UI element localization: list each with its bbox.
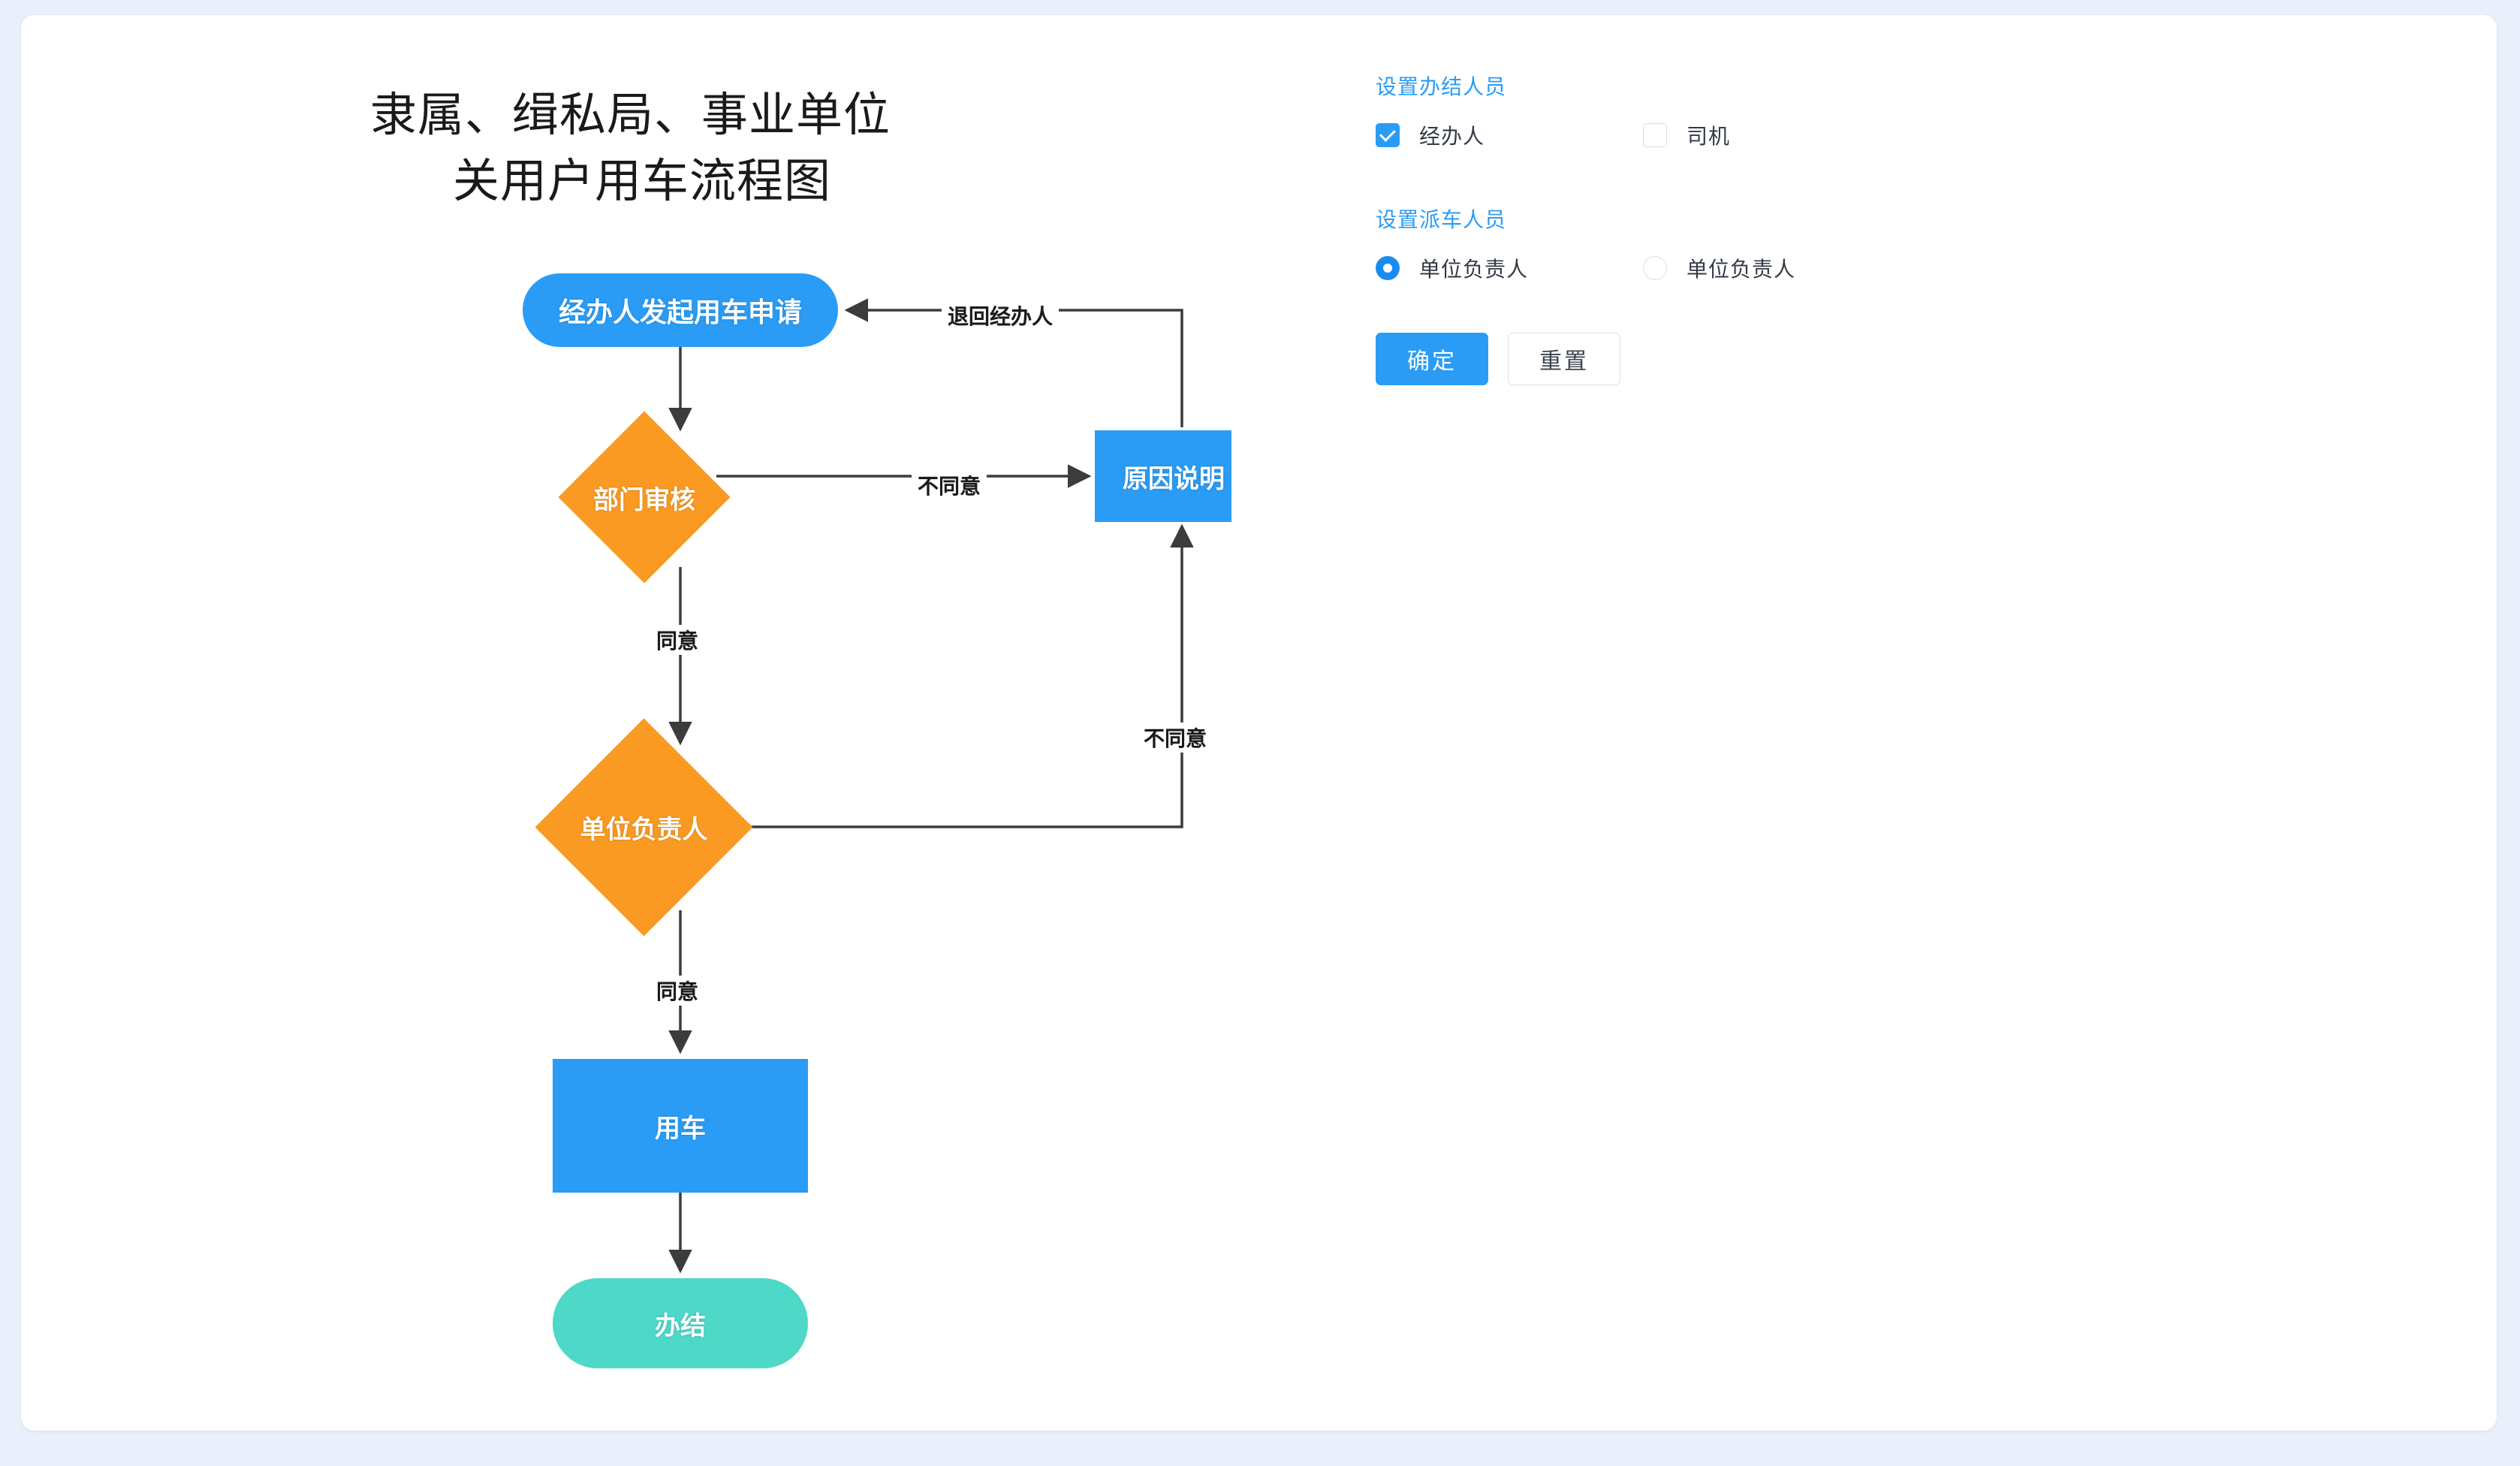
radio-leader-primary-label: 单位负责人 — [1419, 258, 1529, 281]
flow-node-finish-label: 办结 — [655, 1311, 706, 1341]
flow-node-reason[interactable]: 原因说明 — [1095, 430, 1231, 522]
radio-dot-icon — [1383, 264, 1392, 273]
section-title-dispatch: 设置派车人员 — [1376, 208, 1507, 231]
flowchart-connectors — [668, 298, 1194, 1274]
flow-node-use-car[interactable]: 用车 — [553, 1059, 808, 1193]
edge-label-return-to-handler: 退回经办人 — [942, 300, 1060, 330]
radio-item-leader-primary[interactable]: 单位负责人 — [1376, 253, 1643, 283]
flow-node-unit-leader-label: 单位负责人 — [580, 816, 708, 844]
checkbox-item-driver[interactable]: 司机 — [1643, 120, 1730, 150]
flowchart-canvas: 经办人发起用车申请 部门审核 原因说明 单位负责人 用车 办结 退回经办人 不同 — [21, 15, 1328, 1431]
confirm-button[interactable]: 确定 — [1376, 333, 1488, 385]
flow-node-use-car-label: 用车 — [655, 1114, 706, 1143]
edge-leader-to-reason — [727, 523, 1194, 828]
app-card: 隶属、缉私局、事业单位 关用户用车流程图 — [21, 15, 2497, 1431]
section-title-handler: 设置办结人员 — [1376, 75, 1507, 98]
radio-leader-primary[interactable] — [1376, 256, 1400, 280]
checkbox-handler[interactable] — [1376, 123, 1400, 147]
reset-button[interactable]: 重置 — [1508, 333, 1620, 385]
flow-node-finish[interactable]: 办结 — [553, 1278, 808, 1368]
edge-label-agree-dept: 同意 — [650, 625, 705, 655]
checkbox-item-handler[interactable]: 经办人 — [1376, 120, 1643, 150]
dispatch-options-row: 单位负责人 单位负责人 — [1376, 253, 1901, 283]
settings-panel: 设置办结人员 经办人 司机 设置派车人员 单位负责人 — [1350, 15, 2476, 1431]
flow-node-reason-label: 原因说明 — [1123, 464, 1225, 493]
flowchart-title-line1: 隶属、缉私局、事业单位 — [370, 89, 891, 141]
flow-node-dept-review[interactable]: 部门审核 — [558, 411, 731, 584]
edge-label-disagree-dept: 不同意 — [912, 470, 987, 500]
edge-label-agree-leader: 同意 — [650, 976, 705, 1006]
flowchart-panel: 隶属、缉私局、事业单位 关用户用车流程图 — [21, 15, 1328, 1431]
edge-label-disagree-leader: 不同意 — [1138, 722, 1213, 753]
radio-item-leader-secondary[interactable]: 单位负责人 — [1643, 253, 1795, 283]
handler-options-row: 经办人 司机 — [1376, 120, 1901, 150]
flow-node-start-label: 经办人发起用车申请 — [558, 297, 802, 327]
radio-leader-secondary-label: 单位负责人 — [1687, 258, 1796, 281]
flowchart-title: 隶属、缉私局、事业单位 关用户用车流程图 — [370, 83, 993, 215]
flowchart-title-line2: 关用户用车流程图 — [453, 155, 832, 208]
check-icon — [1379, 125, 1396, 142]
flow-node-unit-leader[interactable]: 单位负责人 — [535, 718, 753, 937]
checkbox-handler-label: 经办人 — [1419, 125, 1485, 148]
radio-leader-secondary[interactable] — [1643, 256, 1667, 280]
flow-node-dept-review-label: 部门审核 — [593, 485, 695, 514]
flow-node-start[interactable]: 经办人发起用车申请 — [523, 273, 838, 347]
checkbox-driver-label: 司机 — [1687, 125, 1731, 148]
checkbox-driver[interactable] — [1643, 123, 1667, 147]
settings-button-row: 确定 重置 — [1376, 333, 1620, 385]
